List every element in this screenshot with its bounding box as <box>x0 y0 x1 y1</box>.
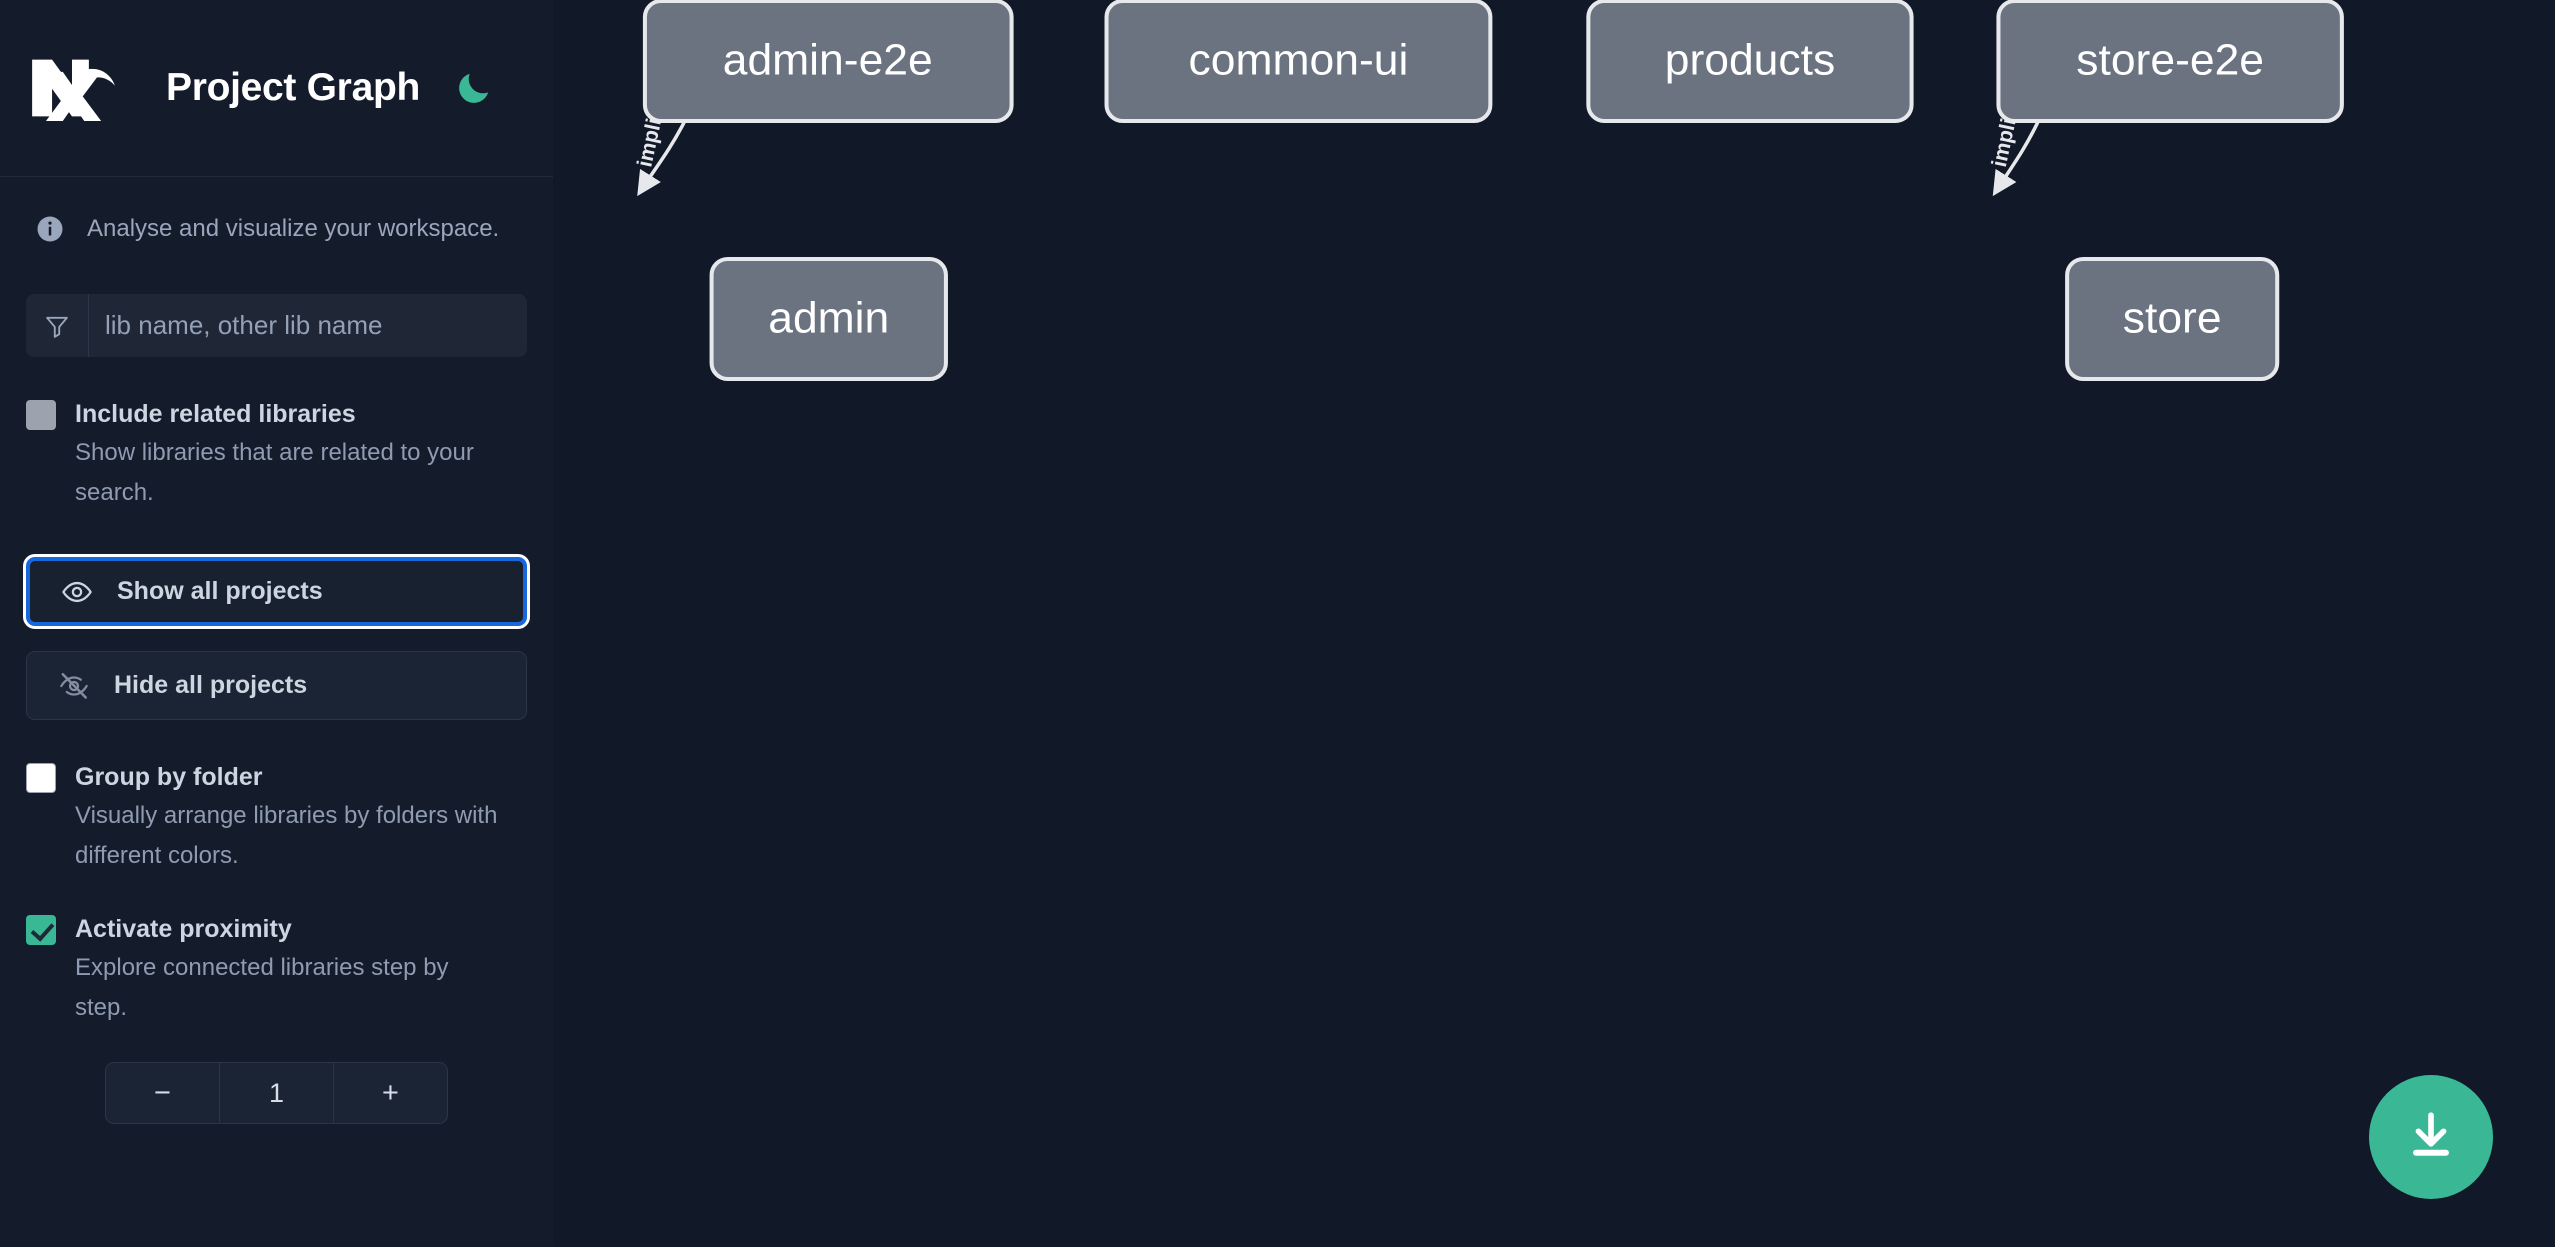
page-title: Project Graph <box>166 66 420 109</box>
checkbox-group-by-folder[interactable] <box>26 763 56 793</box>
graph-node-label: store <box>2123 294 2222 343</box>
sidebar-header: Project Graph <box>0 0 553 177</box>
sidebar-body: Analyse and visualize your workspace. In… <box>0 177 553 1124</box>
moon-icon[interactable] <box>452 66 496 110</box>
graph-node-common-ui[interactable]: common-ui <box>1104 0 1493 123</box>
proximity-value: 1 <box>219 1063 334 1123</box>
option-description: Show libraries that are related to your … <box>75 439 474 506</box>
eye-icon <box>58 573 96 611</box>
filter-icon <box>26 294 89 357</box>
graph-node-label: admin-e2e <box>723 36 933 85</box>
option-label: Group by folder <box>75 763 263 791</box>
edge-admin-e2e-to-admin[interactable] <box>637 119 687 197</box>
option-text: Include related libraries Show libraries… <box>75 395 505 513</box>
option-label: Activate proximity <box>75 915 292 943</box>
graph-node-store[interactable]: store <box>2065 257 2280 381</box>
option-description: Visually arrange libraries by folders wi… <box>75 802 498 869</box>
graph-node-store-e2e[interactable]: store-e2e <box>1996 0 2344 123</box>
option-text: Group by folder Visually arrange librari… <box>75 758 505 876</box>
graph-svg: implicit implicit admin-e2e common-ui pr… <box>633 0 2344 381</box>
proximity-increment-button[interactable]: + <box>382 1076 399 1109</box>
graph-node-label: admin <box>768 294 889 343</box>
sidebar: Project Graph Analyse and visualize your… <box>0 0 553 1247</box>
project-visibility-buttons: Show all projects Hide all projects <box>26 557 527 720</box>
download-graph-button[interactable] <box>2369 1075 2493 1199</box>
option-group-by-folder[interactable]: Group by folder Visually arrange librari… <box>26 758 527 876</box>
checkbox-activate-proximity[interactable] <box>26 915 56 945</box>
edge-store-e2e-to-store[interactable] <box>1992 119 2041 197</box>
eye-off-icon <box>55 667 93 705</box>
graph-node-label: store-e2e <box>2076 36 2264 85</box>
search-field[interactable] <box>26 294 527 357</box>
graph-node-products[interactable]: products <box>1586 0 1914 123</box>
show-all-projects-button[interactable]: Show all projects <box>26 557 527 626</box>
graph-node-admin-e2e[interactable]: admin-e2e <box>642 0 1014 123</box>
graph-node-label: common-ui <box>1189 36 1409 85</box>
graph-nodes: admin-e2e common-ui products store-e2e a… <box>642 0 2344 381</box>
download-icon <box>2403 1107 2459 1168</box>
hide-all-projects-button[interactable]: Hide all projects <box>26 651 527 720</box>
proximity-stepper: − 1 + <box>105 1062 448 1124</box>
option-activate-proximity[interactable]: Activate proximity Explore connected lib… <box>26 910 527 1028</box>
tagline-text: Analyse and visualize your workspace. <box>87 215 500 242</box>
nx-logo-icon <box>26 55 118 121</box>
option-label: Include related libraries <box>75 400 356 428</box>
option-include-related-libraries[interactable]: Include related libraries Show libraries… <box>26 395 527 513</box>
proximity-decrement-button[interactable]: − <box>154 1076 171 1109</box>
show-all-projects-label: Show all projects <box>117 577 323 605</box>
info-icon <box>35 214 65 244</box>
graph-node-label: products <box>1665 36 1835 85</box>
checkbox-include-related-libraries[interactable] <box>26 400 56 430</box>
graph-canvas[interactable]: implicit implicit admin-e2e common-ui pr… <box>553 0 2555 1247</box>
option-text: Activate proximity Explore connected lib… <box>75 910 505 1028</box>
tagline: Analyse and visualize your workspace. <box>26 177 527 281</box>
hide-all-projects-label: Hide all projects <box>114 671 308 699</box>
search-input[interactable] <box>89 294 527 357</box>
option-description: Explore connected libraries step by step… <box>75 954 449 1021</box>
graph-node-admin[interactable]: admin <box>709 257 948 381</box>
